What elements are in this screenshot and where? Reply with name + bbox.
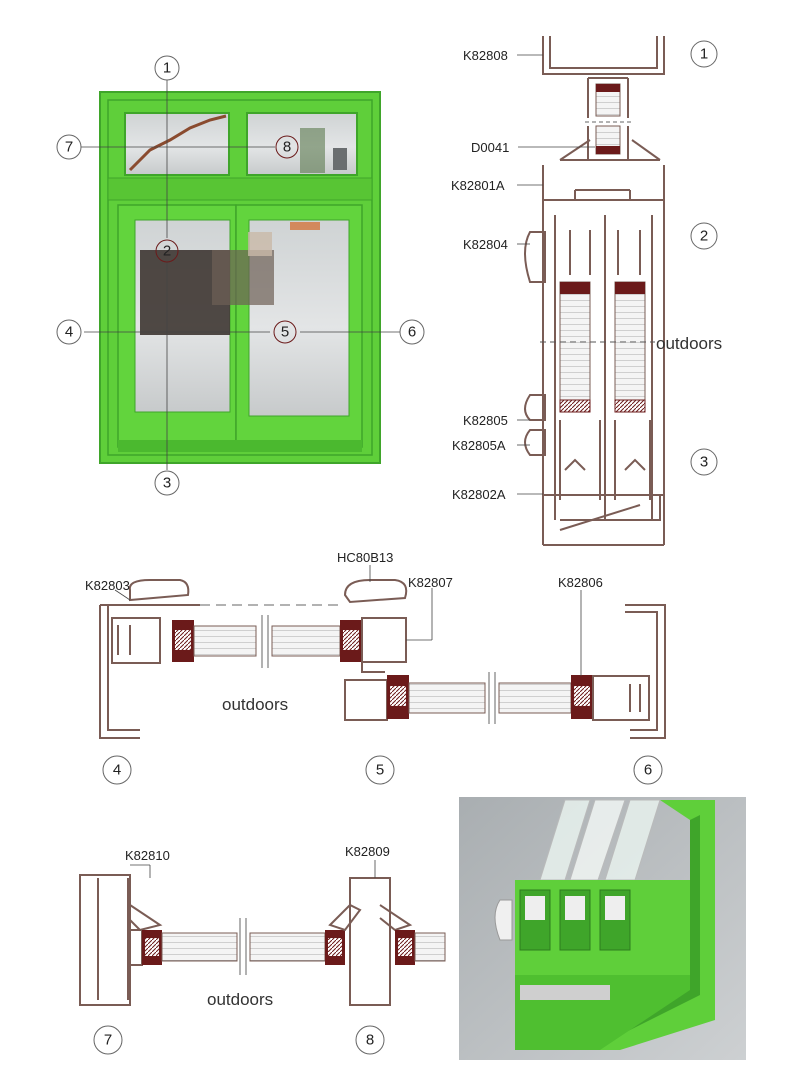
svg-text:8: 8 (283, 139, 291, 156)
svg-text:6: 6 (644, 762, 652, 779)
svg-text:K82803: K82803 (85, 578, 130, 593)
callout-6 (399, 319, 425, 345)
svg-text:K82806: K82806 (558, 575, 603, 590)
callout-2 (155, 239, 179, 263)
svg-text:K82805: K82805 (463, 413, 508, 428)
svg-text:K82810: K82810 (125, 848, 170, 863)
vertical-section (517, 36, 665, 546)
transom-section (79, 860, 446, 1006)
section-number-4 (102, 755, 132, 785)
svg-text:5: 5 (376, 762, 384, 779)
profile-cutaway-render (459, 797, 746, 1060)
svg-text:K82804: K82804 (463, 237, 508, 252)
svg-text:4: 4 (65, 324, 73, 341)
section-number-1 (690, 40, 718, 68)
svg-text:D0041: D0041 (471, 140, 509, 155)
section-number-7 (93, 1025, 123, 1055)
svg-text:1: 1 (700, 46, 708, 63)
section-number-2 (690, 222, 718, 250)
svg-text:K82805A: K82805A (452, 438, 506, 453)
svg-text:HC80B13: HC80B13 (337, 550, 393, 565)
elevation-callouts: 1 2 3 4 5 6 7 8 (56, 55, 425, 496)
svg-text:K82807: K82807 (408, 575, 453, 590)
transom-pane-left (124, 112, 230, 176)
svg-text:7: 7 (104, 1032, 112, 1049)
svg-text:K82802A: K82802A (452, 487, 506, 502)
callout-7 (56, 134, 82, 160)
svg-text:outdoors: outdoors (207, 990, 273, 1009)
callout-8 (275, 135, 299, 159)
transom-section-labels: K82810 K82809 outdoors 7 8 (93, 844, 390, 1055)
svg-text:K82809: K82809 (345, 844, 390, 859)
callout-3 (154, 470, 180, 496)
svg-text:6: 6 (408, 324, 416, 341)
callout-5 (273, 320, 297, 344)
svg-text:3: 3 (700, 454, 708, 471)
horizontal-section-labels: K82803 HC80B13 K82807 K82806 outdoors 4 … (85, 550, 663, 785)
svg-text:2: 2 (700, 228, 708, 245)
horizontal-section (99, 565, 666, 739)
svg-text:1: 1 (163, 60, 171, 77)
callout-4 (56, 319, 82, 345)
svg-text:K82801A: K82801A (451, 178, 505, 193)
svg-text:outdoors: outdoors (656, 334, 722, 353)
window-elevation (80, 80, 400, 470)
svg-text:8: 8 (366, 1032, 374, 1049)
section-number-5 (365, 755, 395, 785)
svg-text:3: 3 (163, 475, 171, 492)
svg-text:K82808: K82808 (463, 48, 508, 63)
section-number-3 (690, 448, 718, 476)
section-number-8 (355, 1025, 385, 1055)
vertical-section-labels: K82808 D0041 K82801A K82804 K82805 K8280… (451, 40, 722, 502)
section-number-6 (633, 755, 663, 785)
svg-text:outdoors: outdoors (222, 695, 288, 714)
svg-text:5: 5 (281, 324, 289, 341)
callout-1 (154, 55, 180, 81)
svg-text:7: 7 (65, 139, 73, 156)
svg-text:2: 2 (163, 243, 171, 260)
svg-text:4: 4 (113, 762, 121, 779)
